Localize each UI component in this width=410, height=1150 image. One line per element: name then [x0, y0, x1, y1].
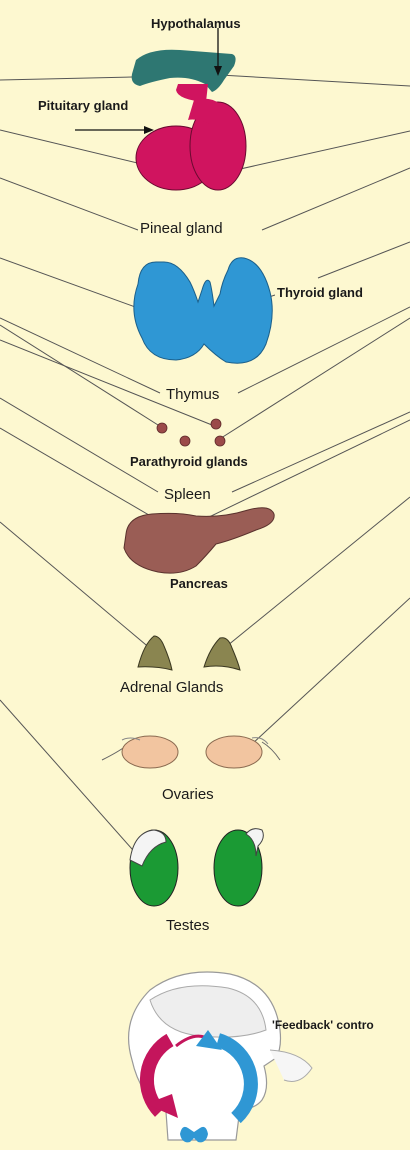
feedback-control-label: 'Feedback' contro — [272, 1018, 374, 1032]
pituitary-shape — [136, 84, 246, 190]
hypothalamus-label: Hypothalamus — [151, 16, 241, 31]
leader-line — [0, 318, 160, 393]
ovaries-shapes — [102, 736, 280, 768]
parathyroid-gland — [180, 436, 190, 446]
parathyroid-gland — [211, 419, 221, 429]
pancreas-shape — [124, 508, 274, 573]
spleen-label: Spleen — [162, 486, 213, 503]
adrenal-label: Adrenal Glands — [120, 679, 223, 696]
ovaries-label: Ovaries — [162, 786, 214, 803]
adrenal-shapes — [138, 636, 240, 670]
thyroid-shape — [134, 258, 272, 363]
leader-line — [262, 168, 410, 230]
pineal-label: Pineal gland — [138, 220, 225, 237]
testes-shapes — [130, 829, 263, 906]
pituitary-arrow — [75, 126, 154, 134]
thyroid-label: Thyroid gland — [275, 285, 365, 300]
leader-line — [178, 420, 410, 532]
leader-line — [220, 75, 410, 86]
feedback-head-illustration — [129, 972, 312, 1142]
leader-line — [0, 398, 158, 492]
pancreas-label: Pancreas — [170, 576, 228, 591]
leader-line — [238, 598, 410, 757]
thymus-label: Thymus — [164, 386, 221, 403]
parathyroid-gland — [215, 436, 225, 446]
parathyroid-label: Parathyroid glands — [128, 454, 250, 469]
hypothalamus-arrow — [214, 28, 222, 76]
leader-line — [0, 325, 158, 425]
parathyroid-gland — [157, 423, 167, 433]
leader-line — [0, 178, 138, 230]
pituitary-label: Pituitary gland — [38, 98, 128, 113]
leader-line — [232, 412, 410, 492]
parathyroid-shapes — [157, 419, 225, 446]
leader-line — [318, 242, 410, 278]
leader-line — [0, 700, 140, 858]
testes-label: Testes — [166, 917, 209, 934]
